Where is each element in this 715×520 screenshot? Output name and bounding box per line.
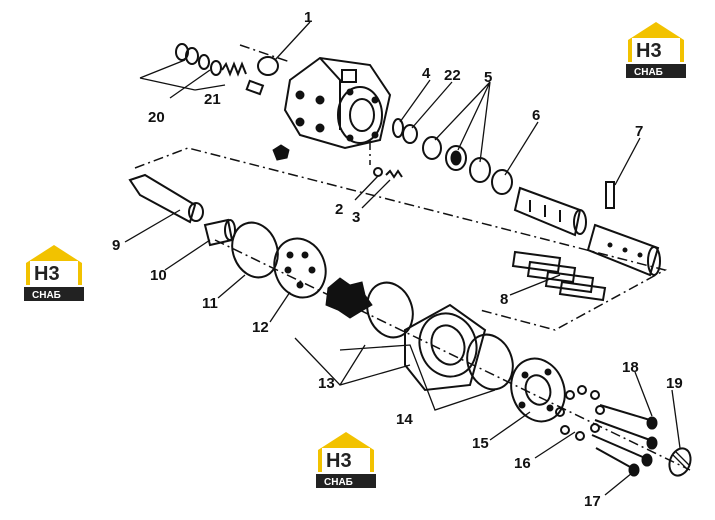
leader-lines	[124, 21, 681, 496]
oring-13	[366, 281, 414, 339]
svg-text:СНАБ: СНАБ	[324, 477, 353, 488]
oring-11	[231, 221, 279, 279]
label-7: 7	[635, 123, 643, 140]
assembly-dash-lines	[134, 44, 691, 471]
watermark-logo: H3 СНАБ	[626, 22, 686, 78]
label-22: 22	[444, 67, 461, 84]
label-11: 11	[202, 295, 218, 312]
svg-text:СНАБ: СНАБ	[32, 290, 61, 301]
pin-7	[605, 181, 615, 209]
label-8: 8	[500, 291, 508, 308]
svg-text:H3: H3	[326, 450, 352, 472]
label-20: 20	[148, 109, 165, 126]
gerotor-star-13	[325, 277, 373, 319]
svg-text:H3: H3	[34, 263, 60, 285]
label-15: 15	[472, 435, 489, 452]
rings-4-5-6-22	[392, 118, 513, 195]
svg-text:СНАБ: СНАБ	[634, 67, 663, 78]
port-plate-12	[273, 237, 327, 299]
label-6: 6	[532, 107, 540, 124]
label-4: 4	[422, 65, 431, 82]
label-12: 12	[252, 319, 269, 336]
part-labels: 1 2 3 4 5 6 7 8 9 10 11 12 13 14 15 16 1…	[112, 9, 683, 510]
svg-text:H3: H3	[636, 40, 662, 62]
valve-housing	[272, 56, 392, 161]
label-21: 21	[204, 91, 221, 108]
drive-shaft-9	[128, 173, 204, 224]
centering-springs-8	[511, 250, 607, 302]
spacer-10	[203, 218, 236, 247]
label-18: 18	[622, 359, 639, 376]
plug-assembly-20-21	[139, 43, 265, 99]
label-17: 17	[584, 493, 601, 510]
oring-1	[257, 56, 279, 76]
label-2: 2	[335, 201, 343, 218]
label-16: 16	[514, 455, 531, 472]
label-5: 5	[484, 69, 492, 86]
bolts-17-18	[591, 404, 658, 477]
spool-sleeve	[513, 186, 661, 277]
label-1: 1	[304, 9, 312, 26]
label-9: 9	[112, 237, 120, 254]
oring-14	[466, 333, 514, 391]
end-plate-15	[510, 357, 566, 423]
watermark-logo: H3 СНАБ	[24, 245, 84, 301]
ball-screw-2-3	[373, 167, 403, 179]
gerotor-ring	[404, 303, 487, 392]
label-13: 13	[318, 375, 335, 392]
washers-16	[555, 385, 605, 441]
label-3: 3	[352, 209, 360, 226]
label-14: 14	[396, 411, 413, 428]
watermark-logo: H3 СНАБ	[316, 432, 376, 488]
label-10: 10	[150, 267, 167, 284]
label-19: 19	[666, 375, 683, 392]
plate-19	[668, 447, 692, 477]
